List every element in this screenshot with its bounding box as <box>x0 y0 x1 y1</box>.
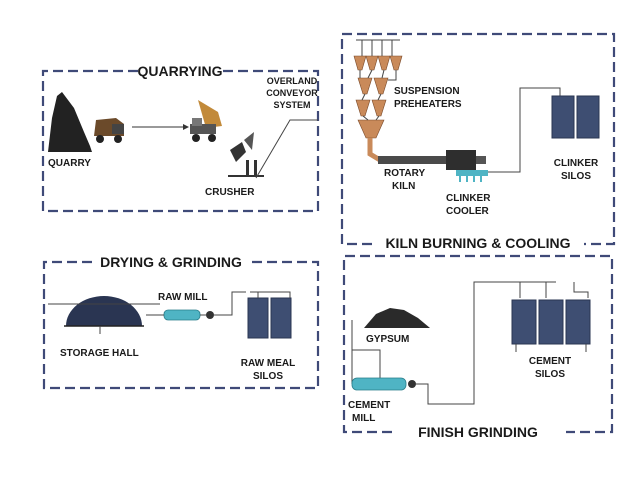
clinker-cooler-label-1: CLINKER <box>446 193 491 204</box>
section-quarrying: QUARRYING QUARRY CRUSHER <box>41 63 320 213</box>
tipping-truck-icon <box>190 100 222 142</box>
raw-meal-silos-icon <box>247 297 292 339</box>
storage-hall-lines <box>48 303 160 334</box>
section-drying: DRYING & GRINDING STORAGE HALL RAW MILL … <box>42 254 320 390</box>
finish-frame <box>342 254 614 434</box>
quarrying-title: QUARRYING <box>137 63 222 79</box>
clinker-silos-label-1: CLINKER <box>554 158 599 169</box>
gypsum-pile-icon <box>364 308 430 328</box>
rotary-label-1: ROTARY <box>384 168 425 179</box>
quarry-label: QUARRY <box>48 158 91 169</box>
gypsum-label: GYPSUM <box>366 334 409 345</box>
suspension-label-2: PREHEATERS <box>394 99 462 110</box>
kiln-hood-icon <box>446 150 476 170</box>
dump-truck-icon <box>94 118 124 143</box>
kiln-frame <box>340 32 616 246</box>
preheater-feed-lines <box>356 39 400 56</box>
overland-label-2: CONVEYOR <box>266 88 318 98</box>
clinker-silos-icon <box>551 95 600 139</box>
cement-conveyor-line <box>416 281 589 405</box>
raw-mill-icon <box>163 309 201 321</box>
storage-hall-icon <box>66 296 142 326</box>
cement-mill-feed <box>351 320 381 384</box>
overland-label-1: OVERLAND <box>267 76 318 86</box>
crusher-label: CRUSHER <box>205 187 255 198</box>
clinker-silos-label-2: SILOS <box>561 171 591 182</box>
clinker-cooler-icon <box>456 170 488 182</box>
clinker-conveyor-line <box>488 87 561 173</box>
clinker-cooler-label-2: COOLER <box>446 206 490 217</box>
raw-mill-label: RAW MILL <box>158 292 207 303</box>
quarrying-frame <box>41 69 320 213</box>
storage-hall-label: STORAGE HALL <box>60 348 139 359</box>
suspension-label-1: SUSPENSION <box>394 86 460 97</box>
cement-mill-label-2: MILL <box>352 413 375 424</box>
finish-title: FINISH GRINDING <box>418 424 538 440</box>
crusher-icon <box>228 132 264 177</box>
raw-meal-label-1: RAW MEAL <box>241 358 295 369</box>
kiln-title: KILN BURNING & COOLING <box>385 235 570 251</box>
cement-silos-label-2: SILOS <box>535 369 565 380</box>
raw-meal-feed <box>250 291 291 298</box>
drying-title: DRYING & GRINDING <box>100 254 242 270</box>
cement-mill-label-1: CEMENT <box>348 400 390 411</box>
quarry-rock-icon <box>48 92 92 152</box>
overland-label-3: SYSTEM <box>273 100 310 110</box>
section-kiln: KILN BURNING & COOLING SUSPENSION PREHEA… <box>340 32 616 251</box>
section-finish: FINISH GRINDING GYPSUM CEMENT MILL CEMEN… <box>342 254 614 440</box>
preheater-connectors <box>359 69 397 121</box>
cement-silos-icon <box>511 299 591 352</box>
drying-frame <box>42 260 320 390</box>
cement-mill-icon <box>351 377 407 391</box>
raw-mill-lines <box>146 291 246 316</box>
suspension-preheater-icon <box>353 55 403 139</box>
overland-conveyor-line <box>255 119 318 179</box>
rotary-label-2: KILN <box>392 181 415 192</box>
rotary-kiln-icon <box>378 156 448 164</box>
cement-silos-label-1: CEMENT <box>529 356 571 367</box>
raw-meal-label-2: SILOS <box>253 371 283 382</box>
